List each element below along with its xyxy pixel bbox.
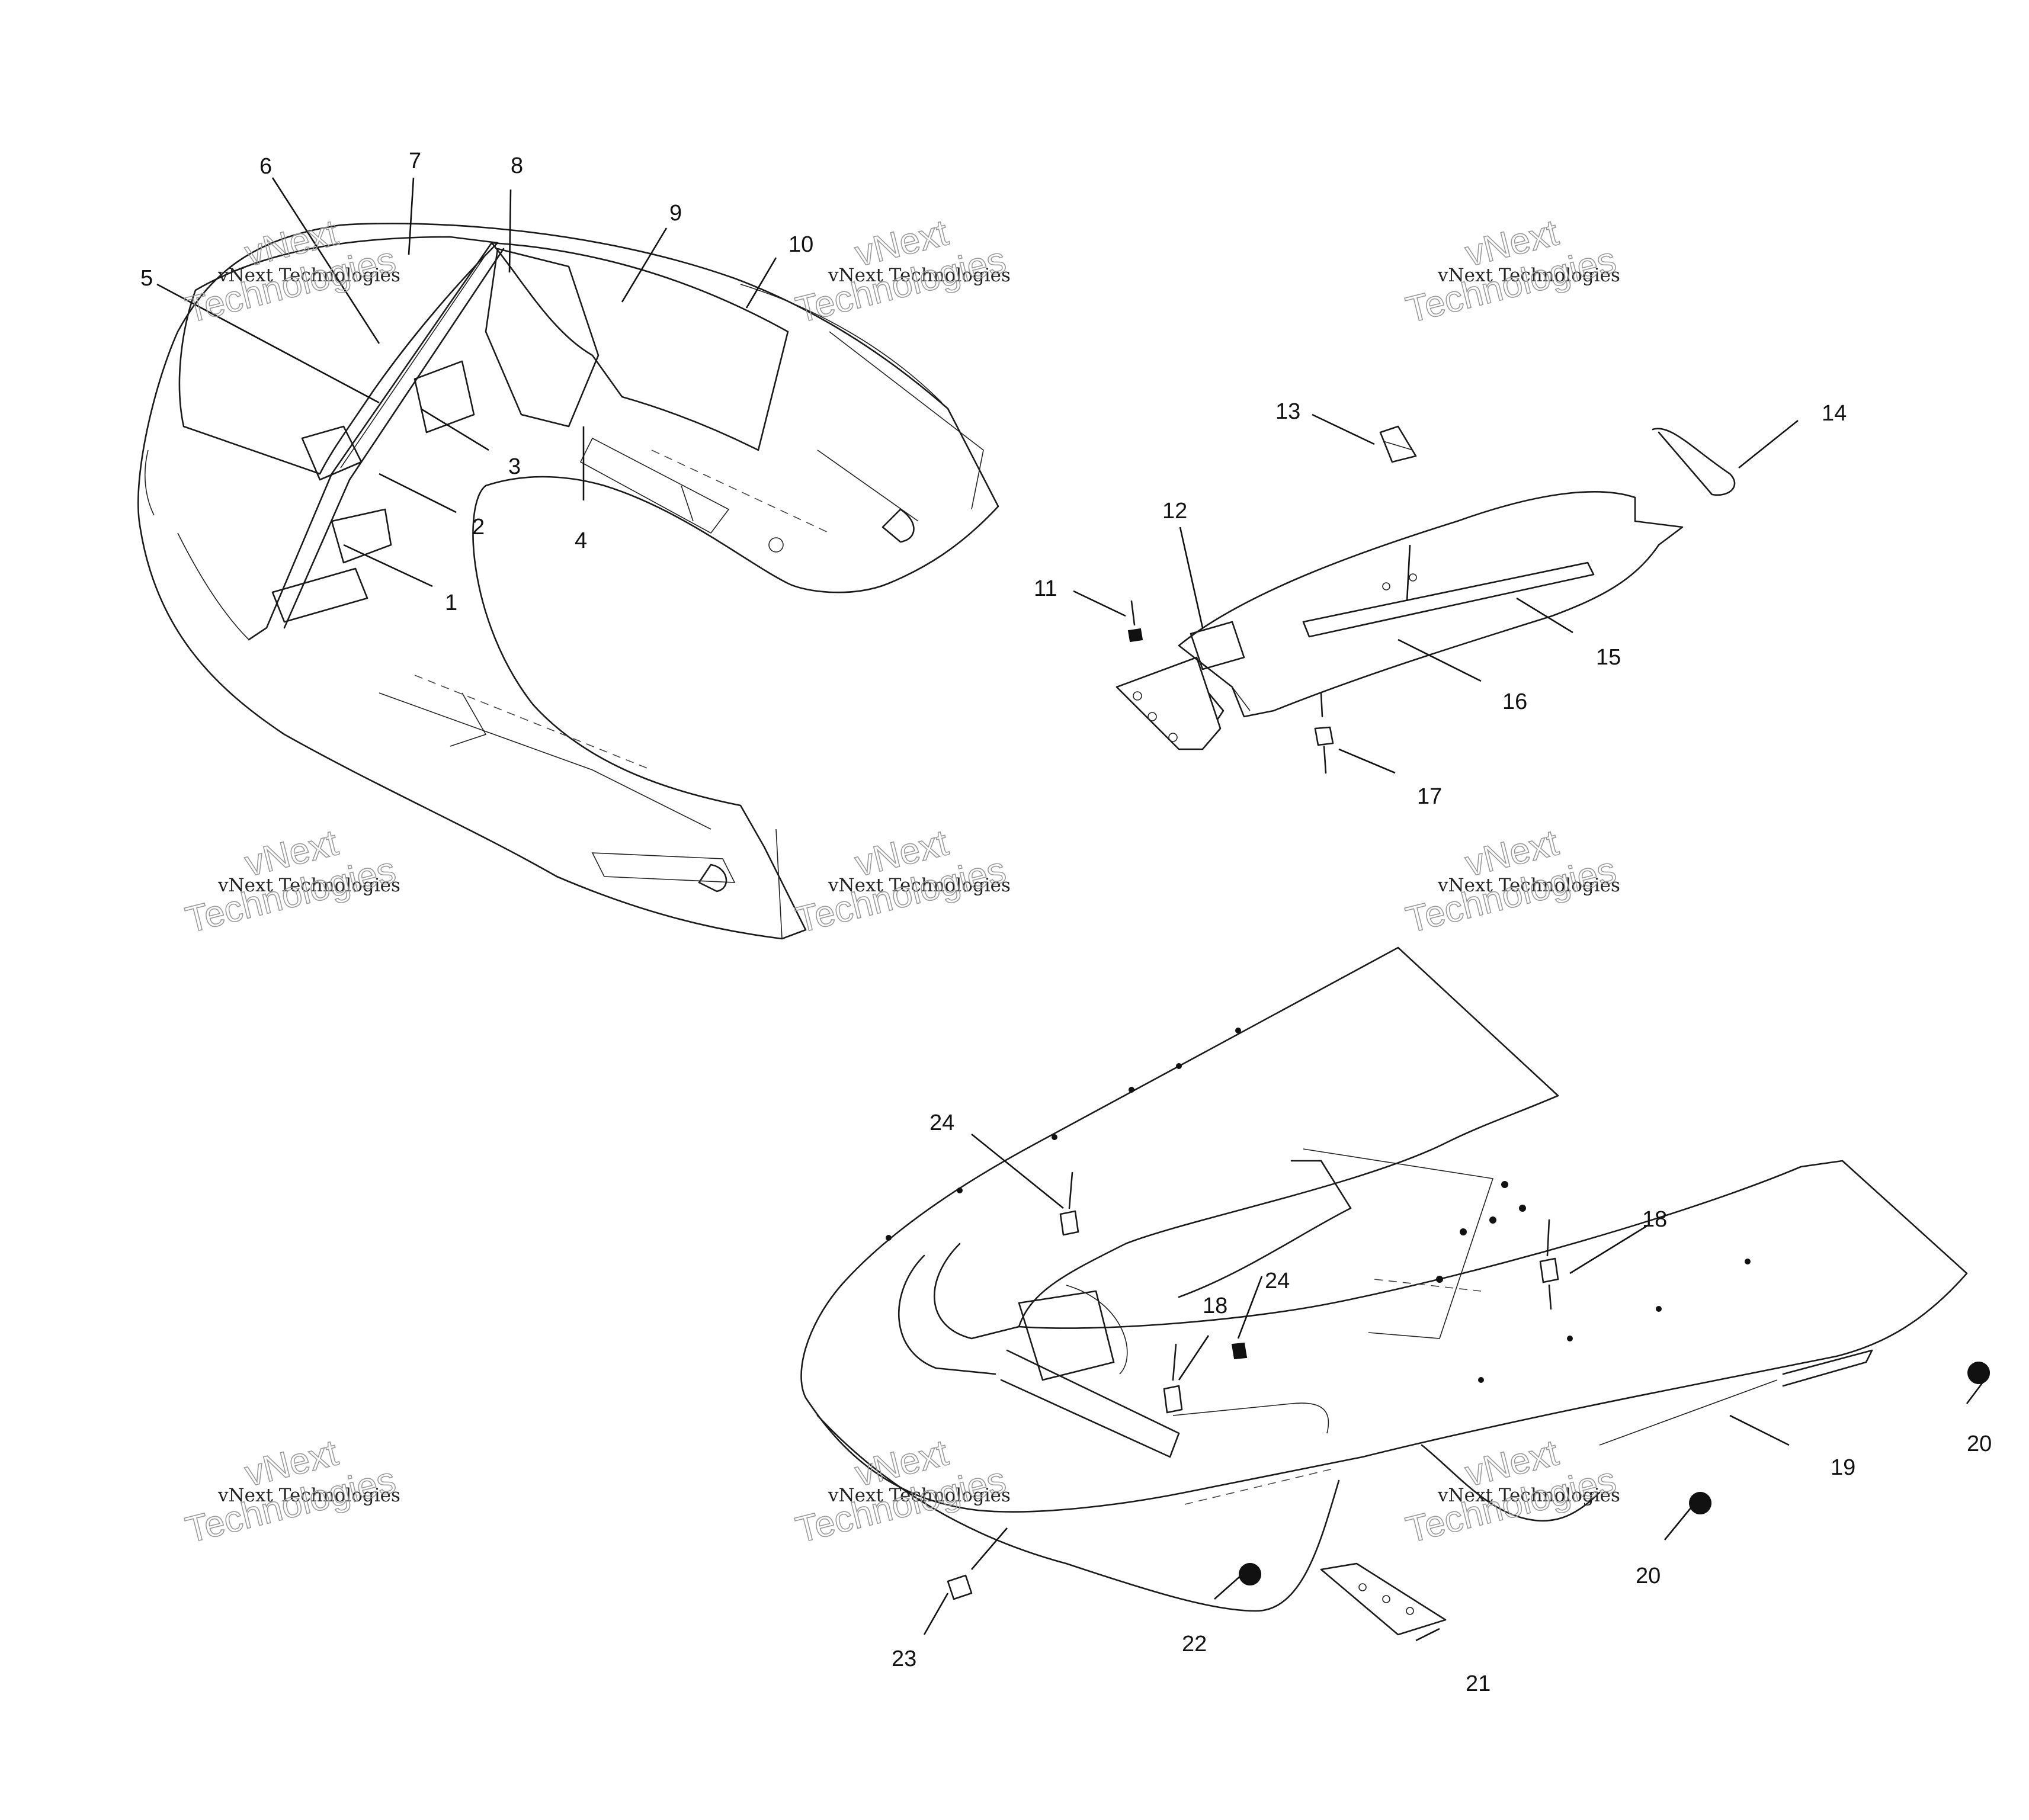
callout-16: 16 — [1502, 689, 1527, 714]
callout-20b: 20 — [1636, 1564, 1661, 1588]
callout-6: 6 — [259, 154, 272, 179]
watermark-r3c1: vNext Technologies vNext Technologies — [181, 1431, 400, 1551]
callout-19: 19 — [1831, 1455, 1855, 1480]
callout-15: 15 — [1596, 645, 1621, 670]
watermark-r2c2: vNext Technologies vNext Technologies — [791, 821, 1011, 941]
svg-text:vNext Technologies: vNext Technologies — [828, 875, 1011, 896]
callout-2: 2 — [472, 515, 485, 540]
svg-text:vNext Technologies: vNext Technologies — [217, 1485, 400, 1506]
svg-text:vNext Technologies: vNext Technologies — [1437, 875, 1620, 896]
mounting-holes — [886, 1028, 1751, 1383]
callout-labels: 1 2 3 4 5 6 7 8 9 10 11 12 13 14 15 16 1… — [140, 149, 1992, 1696]
callout-20a: 20 — [1967, 1431, 1992, 1456]
svg-text:vNext Technologies: vNext Technologies — [217, 875, 400, 896]
fastener-23 — [947, 1574, 973, 1600]
callout-24a: 24 — [929, 1110, 954, 1135]
callout-9: 9 — [669, 201, 682, 226]
svg-text:vNext Technologies: vNext Technologies — [217, 265, 400, 286]
callout-4: 4 — [575, 528, 587, 553]
callout-18b: 18 — [1642, 1207, 1667, 1232]
callout-13: 13 — [1275, 399, 1300, 424]
callout-1: 1 — [445, 590, 457, 615]
callout-7: 7 — [409, 149, 421, 174]
callout-3: 3 — [508, 454, 521, 479]
watermark-r3c3: vNext Technologies vNext Technologies — [1402, 1431, 1620, 1551]
callout-10: 10 — [788, 232, 813, 257]
watermark-r1c3: vNext Technologies vNext Technologies — [1402, 211, 1620, 331]
callout-21: 21 — [1466, 1671, 1491, 1696]
callout-23: 23 — [892, 1646, 916, 1671]
callout-18a: 18 — [1203, 1293, 1227, 1318]
callout-8: 8 — [511, 153, 523, 178]
fastener-22 — [1239, 1563, 1262, 1585]
svg-text:vNext Technologies: vNext Technologies — [828, 1485, 1011, 1506]
hood-assembly — [137, 223, 999, 940]
callout-14: 14 — [1822, 401, 1847, 426]
watermark-r1c2: vNext Technologies vNext Technologies — [791, 211, 1011, 331]
callout-24b: 24 — [1265, 1269, 1290, 1293]
callout-17: 17 — [1417, 784, 1442, 809]
callout-12: 12 — [1162, 499, 1187, 524]
watermark-r3c2: vNext Technologies vNext Technologies — [791, 1431, 1011, 1551]
callout-22: 22 — [1182, 1632, 1207, 1657]
hinge-assembly — [1116, 425, 1736, 774]
watermark-r2c1: vNext Technologies vNext Technologies — [181, 821, 400, 941]
belly-pan-assembly — [800, 946, 1990, 1636]
leader-lines — [156, 177, 1986, 1642]
callout-11: 11 — [1034, 576, 1057, 601]
watermark-r1c1: vNext Technologies vNext Technologies — [181, 211, 400, 331]
fastener-20b — [1689, 1492, 1712, 1514]
fastener-20a — [1967, 1362, 1990, 1384]
svg-text:vNext Technologies: vNext Technologies — [1437, 265, 1620, 286]
svg-text:vNext Technologies: vNext Technologies — [1437, 1485, 1620, 1506]
svg-text:vNext Technologies: vNext Technologies — [828, 265, 1011, 286]
callout-5: 5 — [140, 266, 153, 291]
watermarks: vNext Technologies vNext Technologies vN… — [181, 211, 1620, 1551]
watermark-r2c3: vNext Technologies vNext Technologies — [1402, 821, 1620, 941]
